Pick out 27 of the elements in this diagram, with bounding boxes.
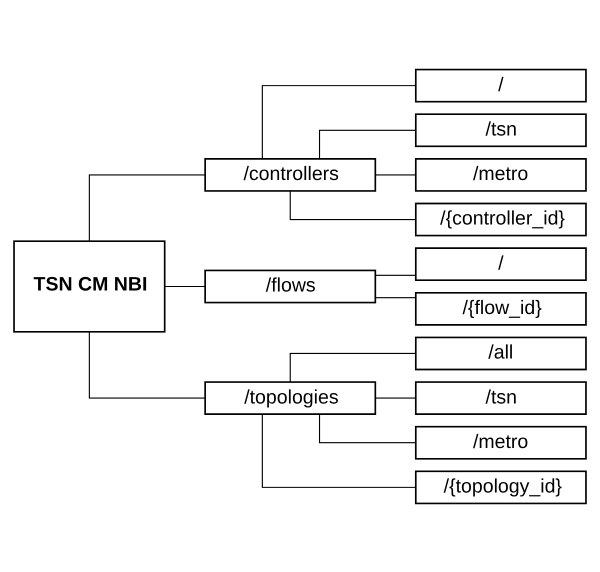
node-box: /flows — [204, 269, 376, 303]
connector — [262, 84, 416, 158]
node-box: /all — [414, 336, 587, 370]
connector — [88, 174, 206, 241]
connector — [290, 352, 416, 382]
connector — [376, 174, 416, 175]
node-box: /{flow_id} — [414, 291, 587, 326]
connector — [376, 397, 416, 398]
node-box: TSN CM NBI — [13, 240, 166, 332]
node-box: /tsn — [414, 112, 587, 147]
connector — [290, 190, 416, 220]
node-box: /controllers — [204, 158, 376, 192]
node-box: /metro — [414, 425, 587, 460]
node-box: /topologies — [204, 380, 376, 414]
connector — [376, 296, 416, 298]
connector — [262, 414, 416, 488]
node-box: /tsn — [414, 380, 587, 414]
node-box: / — [414, 68, 587, 102]
connector — [88, 331, 206, 398]
node-box: /{topology_id} — [414, 470, 587, 504]
node-box: / — [414, 246, 587, 281]
connector — [376, 274, 416, 276]
node-box: /metro — [414, 158, 587, 192]
connector — [318, 129, 416, 158]
node-box: /{controller_id} — [414, 202, 587, 236]
connector — [164, 285, 205, 287]
connector — [318, 414, 416, 443]
